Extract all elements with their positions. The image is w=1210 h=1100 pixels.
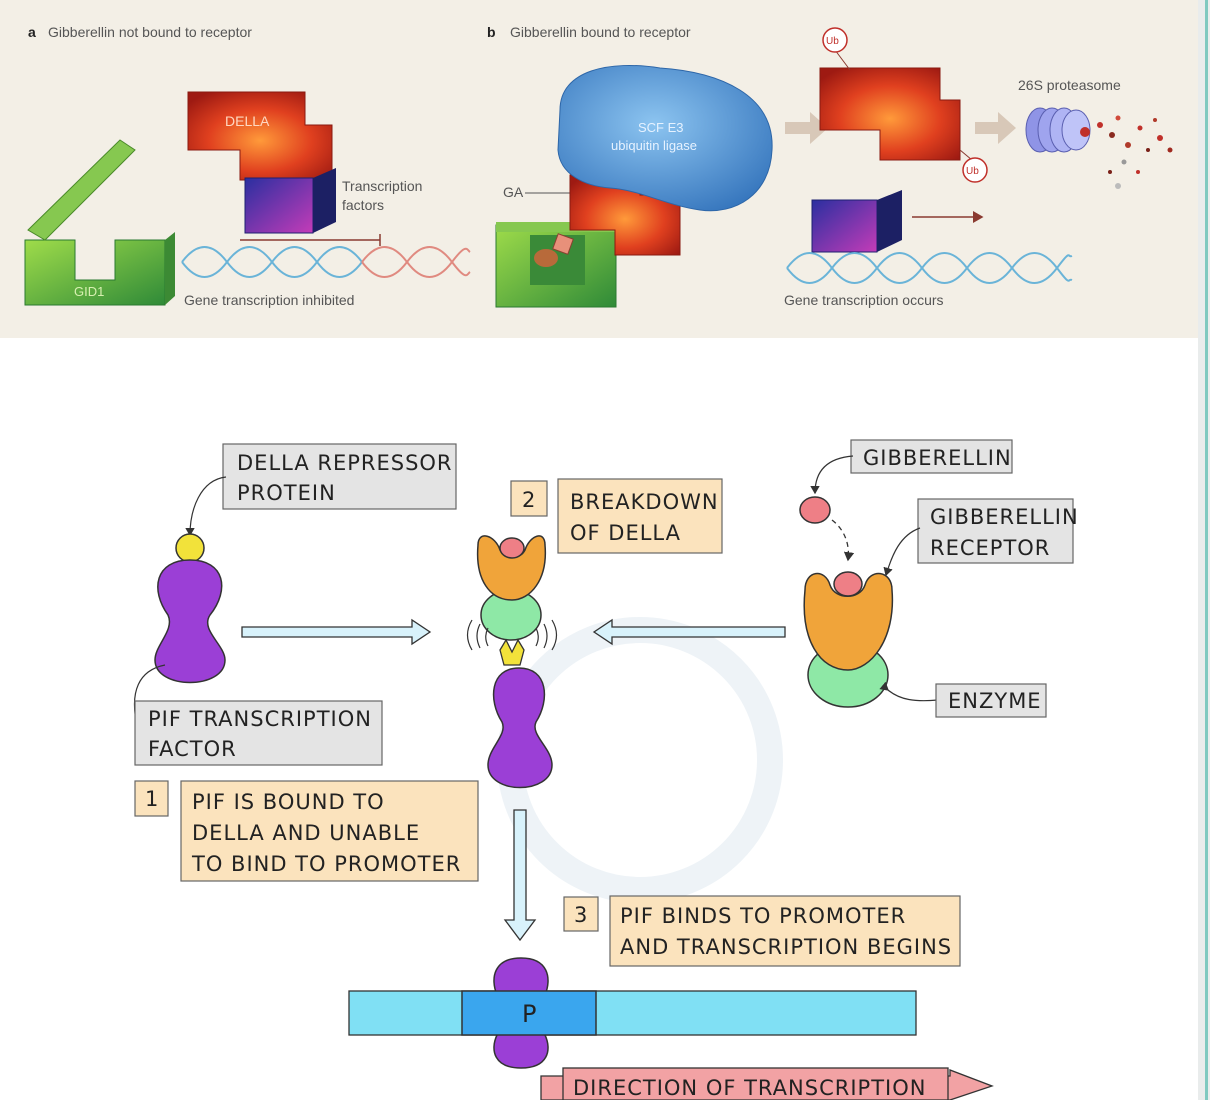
della-repressor-label: DELLA REPRESSOR PROTEIN <box>222 443 457 510</box>
svg-text:ENZYME: ENZYME <box>948 689 1042 713</box>
svg-text:DELLA REPRESSOR: DELLA REPRESSOR <box>237 451 453 475</box>
panel-b-letter: b <box>487 24 496 40</box>
ga-label: GA <box>503 184 524 200</box>
breakdown-vibration-marks <box>466 619 558 651</box>
dna-helix-b <box>786 252 1073 284</box>
promoter-region <box>461 990 597 1036</box>
panel-a-title: Gibberellin not bound to receptor <box>48 24 252 40</box>
pif-protein-left <box>154 559 226 684</box>
svg-text:OF DELLA: OF DELLA <box>570 521 681 545</box>
grey-arrow-2 <box>975 112 1016 144</box>
pif-label: PIF TRANSCRIPTION FACTOR <box>134 700 383 766</box>
svg-text:BREAKDOWN: BREAKDOWN <box>570 490 719 514</box>
gid1-receptor <box>24 139 175 306</box>
svg-text:2: 2 <box>522 488 535 512</box>
panel-b-title: Gibberellin bound to receptor <box>510 24 691 40</box>
gibberellin-dashed-arrow <box>831 519 855 562</box>
della-broken-center <box>499 638 525 666</box>
gibberellin-receptor-label: GIBBERELLIN RECEPTOR <box>917 498 1079 564</box>
della-yellow-left <box>175 533 205 563</box>
arrow-down <box>503 809 537 942</box>
grey-arrow-1 <box>785 112 828 144</box>
step-2: 2 BREAKDOWN OF DELLA <box>510 478 723 554</box>
pif-protein-center <box>487 667 553 789</box>
della-pointer <box>185 476 227 537</box>
gibberellin-molecule <box>799 496 831 524</box>
direction-label: DIRECTION OF TRANSCRIPTION <box>573 1076 926 1100</box>
della-label-a: DELLA <box>225 113 270 129</box>
ub-tag-1: Ub <box>822 27 851 71</box>
svg-text:Ub: Ub <box>826 36 839 47</box>
promoter-label: P <box>522 1000 537 1028</box>
svg-text:TO BIND TO PROMOTER: TO BIND TO PROMOTER <box>191 852 461 876</box>
della-ubiquitinated <box>819 67 961 161</box>
svg-text:RECEPTOR: RECEPTOR <box>930 536 1050 560</box>
scf-label-line1: SCF E3 <box>638 120 684 135</box>
svg-text:FACTOR: FACTOR <box>148 737 237 761</box>
step-1: 1 PIF IS BOUND TO DELLA AND UNABLE TO BI… <box>134 780 479 882</box>
svg-text:GIBBERELLIN: GIBBERELLIN <box>930 505 1079 529</box>
dna-strand <box>348 990 917 1036</box>
gid1-receptor-b <box>495 222 617 308</box>
peptide-fragments <box>1097 115 1173 189</box>
dna-helix-a <box>181 246 471 278</box>
svg-text:PIF IS BOUND TO: PIF IS BOUND TO <box>192 790 385 814</box>
svg-text:GIBBERELLIN: GIBBERELLIN <box>863 446 1012 470</box>
transcription-factor-b <box>811 190 902 253</box>
direction-label-box <box>562 1067 949 1100</box>
panel-a-letter: a <box>28 24 36 40</box>
gibberellin-bound-right <box>833 571 863 597</box>
enzyme-pointer <box>879 681 939 702</box>
svg-text:AND TRANSCRIPTION BEGINS: AND TRANSCRIPTION BEGINS <box>620 935 952 959</box>
proteasome <box>1025 107 1091 153</box>
transcription-factor-a <box>244 168 336 234</box>
svg-text:PIF TRANSCRIPTION: PIF TRANSCRIPTION <box>148 707 372 731</box>
scf-label-line2: ubiquitin ligase <box>611 138 697 153</box>
step-3: 3 PIF BINDS TO PROMOTER AND TRANSCRIPTIO… <box>563 895 961 967</box>
inhibited-label: Gene transcription inhibited <box>184 292 354 308</box>
ga-molecule <box>534 233 574 267</box>
svg-text:Ub: Ub <box>966 166 979 177</box>
svg-text:PROTEIN: PROTEIN <box>237 481 336 505</box>
arrow-to-center-right <box>241 618 432 646</box>
gibberellin-pointer <box>810 455 854 495</box>
svg-text:DELLA AND UNABLE: DELLA AND UNABLE <box>192 821 420 845</box>
gibberellin-center <box>499 537 525 559</box>
tf-label-line1: Transcription <box>342 178 422 194</box>
proteasome-label: 26S proteasome <box>1018 77 1121 93</box>
receptor-right <box>803 572 894 671</box>
arrow-to-center-left <box>592 618 786 646</box>
scf-e3-ligase <box>557 65 773 212</box>
occurs-label: Gene transcription occurs <box>784 292 944 308</box>
ub-tag-2: Ub <box>959 149 988 183</box>
svg-text:1: 1 <box>145 787 158 811</box>
tf-label-line2: factors <box>342 197 384 213</box>
right-margin-line <box>1205 0 1208 1100</box>
gid1-label: GID1 <box>74 284 104 299</box>
gibberellin-label: GIBBERELLIN <box>850 439 1013 474</box>
enzyme-label: ENZYME <box>935 683 1047 718</box>
svg-text:PIF BINDS TO PROMOTER: PIF BINDS TO PROMOTER <box>620 904 906 928</box>
receptor-pointer <box>883 527 921 577</box>
della-protein-a <box>187 91 333 181</box>
svg-text:3: 3 <box>574 903 587 927</box>
